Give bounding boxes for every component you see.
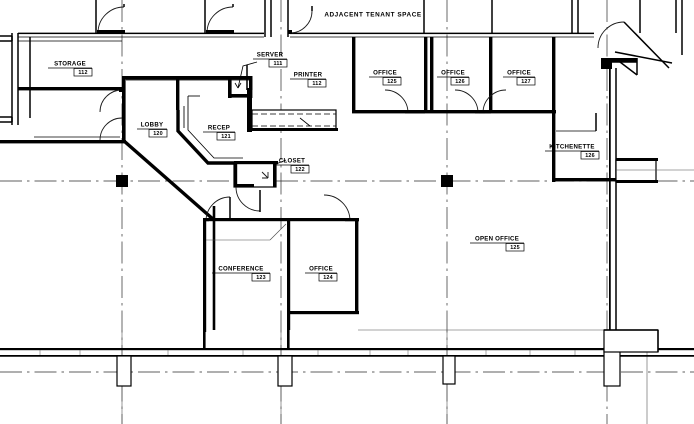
- door-swing: [235, 186, 261, 212]
- door-swing: [99, 89, 123, 113]
- bottom-exterior-wall: [0, 320, 694, 387]
- room-number-box: [148, 129, 168, 138]
- room-number-box: [307, 79, 327, 88]
- room-name: OFFICE: [309, 266, 333, 273]
- room-number: 111: [274, 61, 283, 67]
- closet-leader: [275, 159, 287, 165]
- pilaster: [603, 347, 621, 387]
- door-swing: [597, 21, 625, 49]
- door-swing: [206, 6, 234, 34]
- door-swing: [97, 6, 125, 34]
- room-number: 122: [295, 167, 305, 173]
- room-name: SERVER: [257, 52, 284, 59]
- room-label-printer: PRINTER 112: [290, 72, 327, 88]
- room-name: CLOSET: [279, 158, 305, 165]
- room-number-box: [251, 273, 271, 282]
- door-swing: [323, 194, 351, 222]
- room-number-box: [505, 243, 525, 252]
- room-number-box: [382, 77, 402, 86]
- kitchenette-walls: [552, 110, 620, 182]
- room-name: PRINTER: [294, 72, 323, 79]
- structural-columns: [116, 58, 612, 187]
- server-printer-casework: [246, 65, 338, 132]
- room-label-closet: CLOSET 122: [275, 158, 310, 174]
- room-number: 120: [153, 131, 163, 137]
- storage-room-walls: [0, 33, 122, 125]
- room-label-lobby: LOBBY 120: [137, 122, 168, 138]
- door-swing: [99, 117, 123, 141]
- room-number-box: [318, 273, 338, 282]
- door-swing: [454, 89, 479, 114]
- room-number: 126: [585, 153, 595, 159]
- room-label-office126: OFFICE 126: [437, 70, 470, 86]
- conference-office-walls: [203, 194, 359, 332]
- pilaster: [442, 355, 456, 385]
- room-number-box: [580, 151, 600, 160]
- room-number-box: [73, 68, 93, 77]
- room-name: OFFICE: [373, 70, 397, 77]
- room-name: CONFERENCE: [218, 266, 263, 273]
- column-marker: [116, 175, 128, 187]
- adjacent-tenant-walls: [18, 0, 683, 69]
- room-label-storage: STORAGE 112: [48, 61, 93, 77]
- room-number: 121: [221, 134, 231, 140]
- adjacent-tenant-note: ADJACENT TENANT SPACE: [324, 12, 422, 19]
- room-label-conference: CONFERENCE 123: [212, 266, 271, 282]
- column-marker: [601, 58, 612, 69]
- room-name: RECEP: [208, 125, 230, 132]
- closet-walls: [233, 161, 278, 212]
- room-label-openoffice: OPEN OFFICE 125: [470, 236, 525, 252]
- room-number: 112: [312, 81, 321, 87]
- room-number-box: [268, 59, 288, 68]
- room-label-office127: OFFICE 127: [503, 70, 536, 86]
- room-number: 124: [323, 275, 333, 281]
- room-label-office124: OFFICE 124: [305, 266, 338, 282]
- room-label-recep: RECEP 121: [203, 125, 236, 141]
- door-swing: [289, 10, 313, 34]
- right-exterior-walls: [601, 58, 694, 348]
- room-number: 123: [256, 275, 266, 281]
- room-number-box: [450, 77, 470, 86]
- server-leader: [237, 61, 258, 89]
- room-name: OFFICE: [441, 70, 465, 77]
- private-office-row-walls: [352, 37, 556, 114]
- room-label-office125: OFFICE 125: [369, 70, 402, 86]
- room-name: OFFICE: [507, 70, 531, 77]
- room-number: 127: [521, 79, 531, 85]
- room-number-box: [290, 165, 310, 174]
- room-number-box: [516, 77, 536, 86]
- room-number-box: [216, 132, 236, 141]
- room-label-kitchenette: KITCHENETTE 126: [545, 144, 600, 160]
- room-name: LOBBY: [141, 122, 164, 129]
- room-number: 125: [387, 79, 397, 85]
- closet-room: [233, 162, 277, 188]
- room-name: STORAGE: [54, 61, 86, 68]
- pilaster: [277, 355, 293, 387]
- room-label-server: SERVER 111: [253, 52, 288, 68]
- room-number: 126: [455, 79, 465, 85]
- leader-lines: [234, 61, 287, 165]
- column-marker: [441, 175, 453, 187]
- door-swing: [482, 89, 507, 114]
- casework-counter: [251, 109, 337, 131]
- room-number: 112: [78, 70, 87, 76]
- room-name: KITCHENETTE: [549, 144, 594, 151]
- pilaster: [116, 355, 132, 387]
- door-swing: [261, 171, 269, 179]
- door-swing: [384, 89, 409, 114]
- door-swing: [205, 196, 231, 222]
- room-number: 125: [510, 245, 520, 251]
- room-name: OPEN OFFICE: [475, 236, 519, 243]
